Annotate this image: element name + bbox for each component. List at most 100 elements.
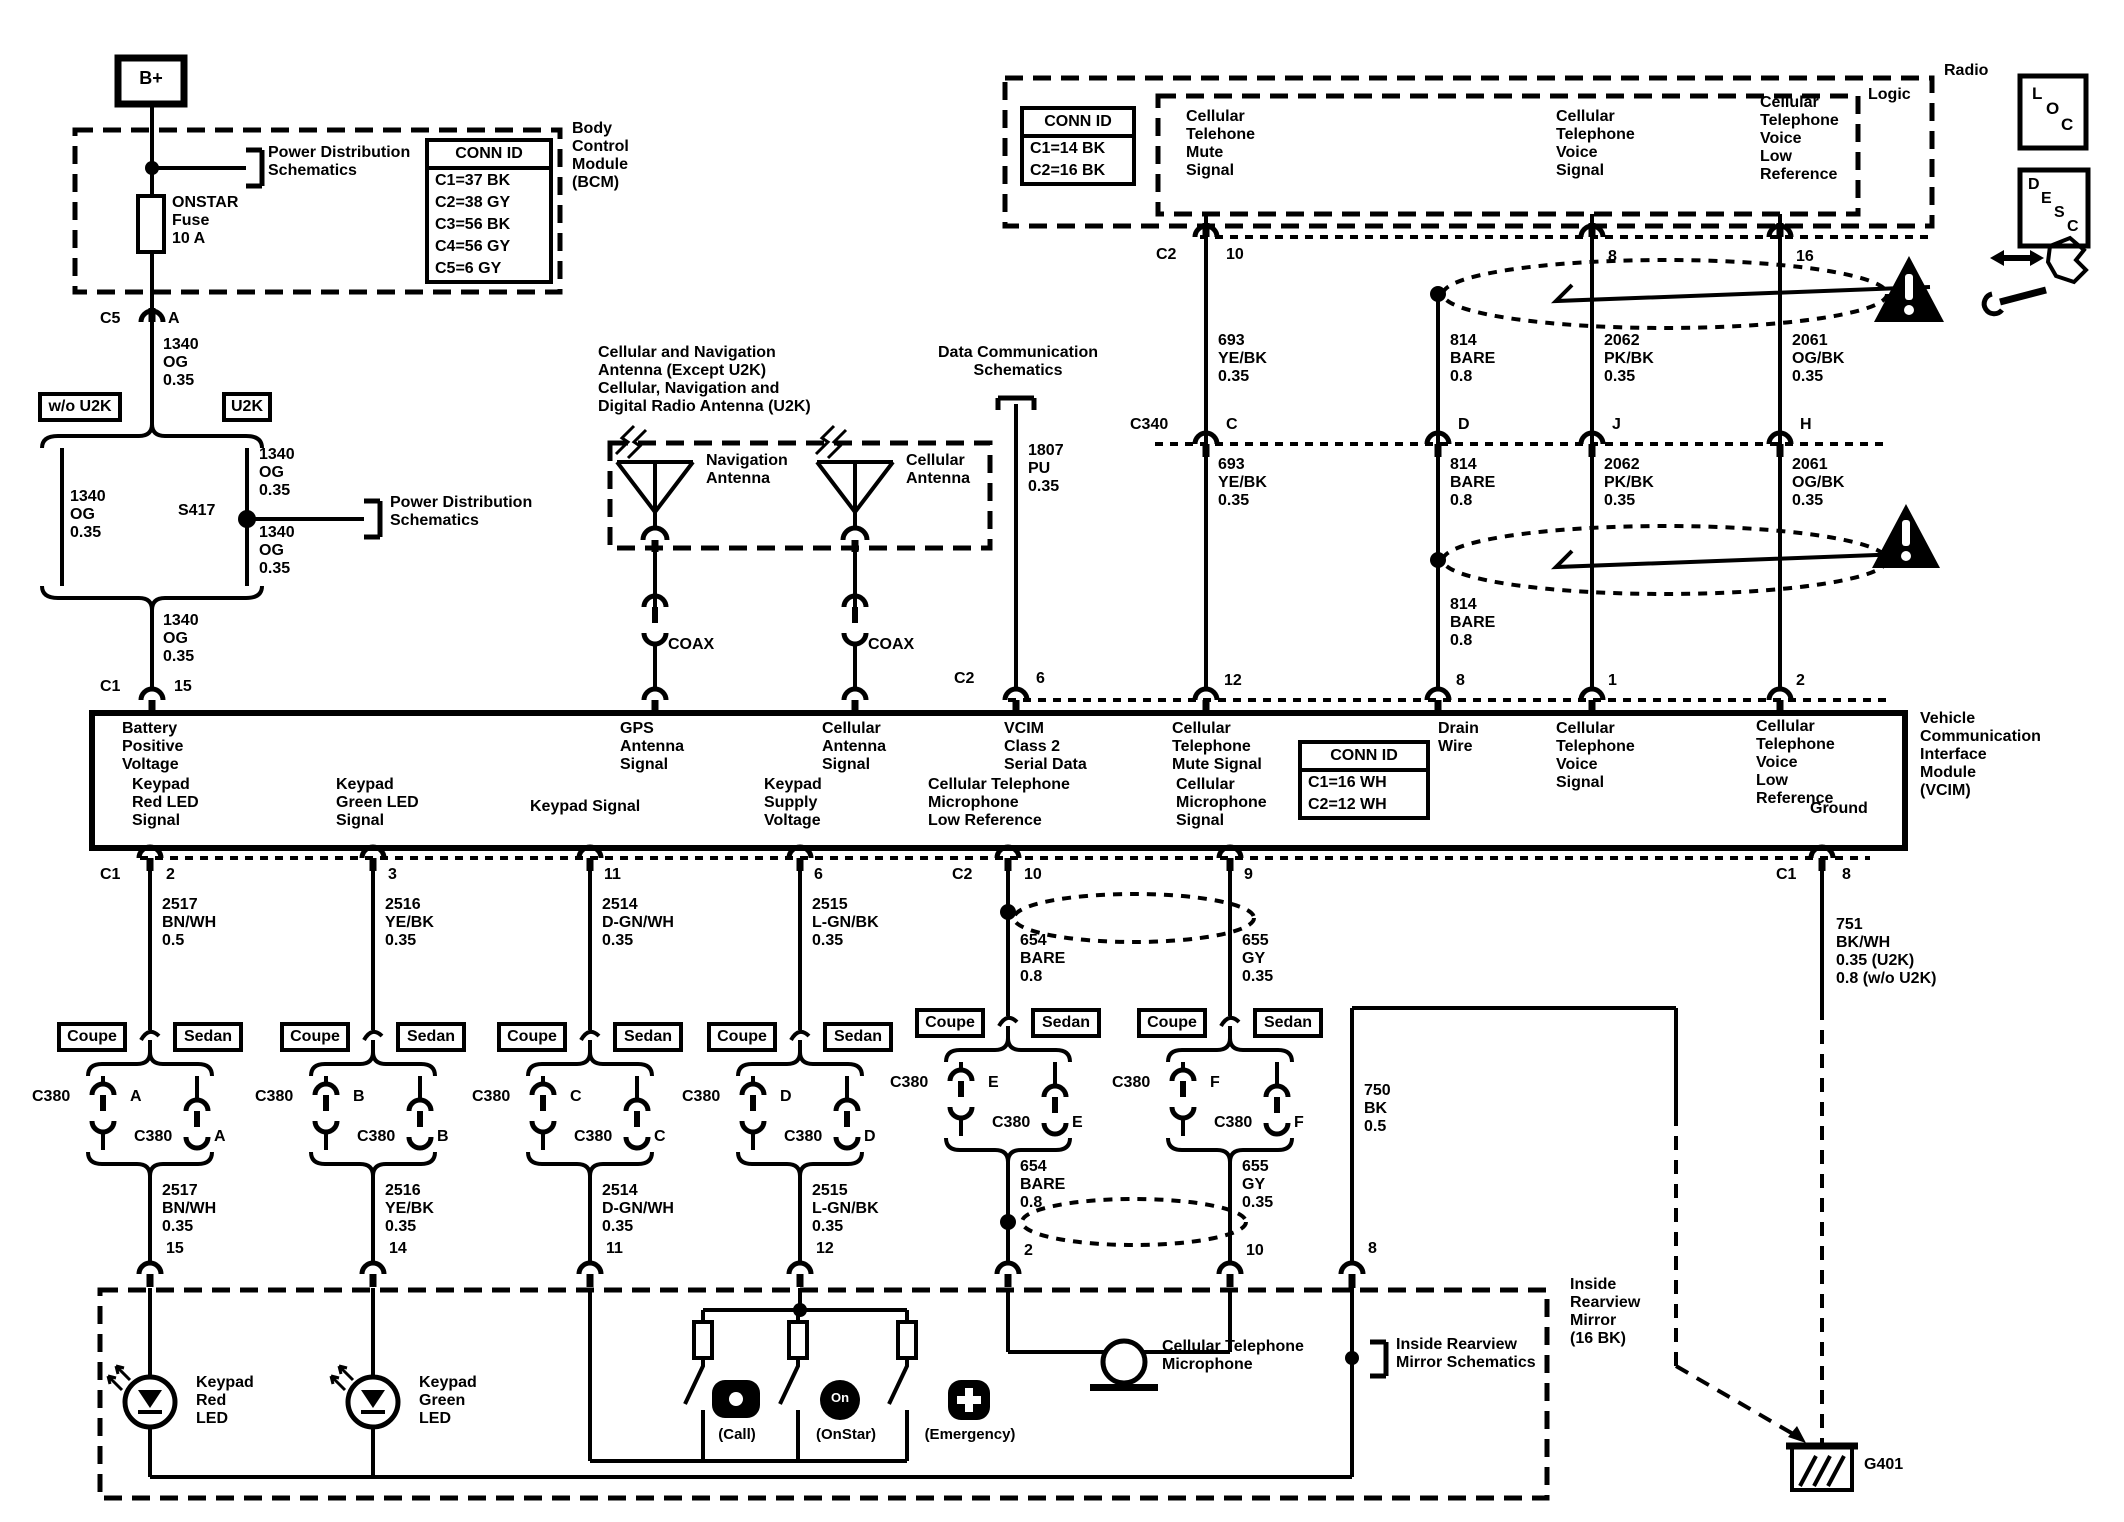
desc-1-label: E	[2041, 190, 2052, 207]
labels-voice_low-label: Cellular Telephone Voice Low Reference	[1756, 718, 1835, 807]
ground-g401-icon	[1786, 1442, 1858, 1492]
coupe-option-box: Coupe	[915, 1008, 985, 1038]
4-pin_letter-label: E	[1072, 1114, 1083, 1131]
offpage-bracket-icon	[1370, 1339, 1389, 1379]
labels-class2-label: VCIM Class 2 Serial Data	[1004, 720, 1087, 773]
2-pin-label: 11	[604, 866, 621, 883]
bcm-conn-id-table-row: C3=56 BK	[435, 216, 511, 233]
wires-voice-label: 2062 PK/BK 0.35	[1604, 456, 1654, 509]
labels-keypad_sig-label: Keypad Signal	[530, 798, 641, 815]
c380-connector-label: C380	[32, 1088, 71, 1105]
radio-mute-label: Cellular Telehone Mute Signal	[1186, 108, 1256, 179]
antenna-title: Cellular and Navigation Antenna (Except …	[598, 344, 811, 415]
ground_wires-vcim-label: 751 BK/WH 0.35 (U2K) 0.8 (w/o U2K)	[1836, 916, 1937, 987]
c380-connector-label: C380	[472, 1088, 511, 1105]
bcm-pin-label: A	[168, 310, 180, 327]
pins-conn-label: C2	[1156, 246, 1177, 263]
0-pin_letter-label: A	[130, 1088, 142, 1105]
left_harness-pin-label: 15	[174, 678, 192, 695]
ground_wires-vcim_conn-label: C1	[1776, 866, 1797, 883]
sedan-option-box: Sedan	[396, 1022, 466, 1052]
3-pin-label: 6	[814, 866, 823, 883]
sedan-option-box: Sedan	[173, 1022, 243, 1052]
5-pin_letter-label: F	[1210, 1074, 1220, 1091]
4-pin_lower-label: 2	[1024, 1242, 1033, 1259]
c380-connector-label: C380	[255, 1088, 294, 1105]
coupe-option-box: Coupe	[497, 1022, 567, 1052]
bcm-conn-id-table-row: C2=38 GY	[435, 194, 511, 211]
top_pins-voice_low-label: 2	[1796, 672, 1805, 689]
left_harness-wire_right_lower-label: 1340 OG 0.35	[259, 524, 295, 577]
left_harness-wire_top-label: 1340 OG 0.35	[163, 336, 199, 389]
sedan-option-box: Sedan	[1253, 1008, 1323, 1038]
0-pin_letter-label: A	[214, 1128, 226, 1145]
battery-plus-label: B+	[139, 68, 163, 88]
loc-1-label: O	[2046, 99, 2060, 118]
4-pin_letter-label: E	[988, 1074, 999, 1091]
offpage-bracket-icon	[246, 147, 265, 189]
loc-legend-icon	[2017, 73, 2089, 151]
sedan-option-box: Sedan	[1031, 1008, 1101, 1038]
warning-triangle-icon	[1872, 504, 1940, 568]
radio-title: Radio	[1944, 62, 1989, 79]
c340-connector-label: C340	[1130, 416, 1169, 433]
keypad-green-led-icon	[329, 1288, 401, 1477]
antenna-coax-label: COAX	[868, 636, 915, 653]
onstar-switch-icon	[778, 1310, 809, 1461]
datacomm-wire-label: 1807 PU 0.35	[1028, 442, 1064, 495]
bcm-power_dist-label: Power Distribution Schematics	[268, 144, 411, 179]
radio-box	[1002, 75, 1935, 229]
left_harness-wire_right_upper-label: 1340 OG 0.35	[259, 446, 295, 499]
split-brace-icon	[40, 423, 264, 449]
vcim-conn-id-table-row: C1=16 WH	[1308, 774, 1387, 791]
pins-voice-label: 8	[1608, 248, 1617, 265]
4-pin-label: 10	[1024, 866, 1042, 883]
c380-connector-label: C380	[992, 1114, 1031, 1131]
antenna-cell-label: Cellular Antenna	[906, 452, 970, 487]
ground_wires-mirror_pin-label: 8	[1368, 1240, 1377, 1257]
coupe-option-box: Coupe	[1137, 1008, 1207, 1038]
2-pin_letter-label: C	[570, 1088, 582, 1105]
1-wire_upper-label: 2516 YE/BK 0.35	[385, 896, 434, 949]
offpage-bracket-icon	[995, 395, 1037, 410]
wires-drain-label: 814 BARE 0.8	[1450, 332, 1496, 385]
c380-connector-label: C380	[890, 1074, 929, 1091]
sedan-option-box: Sedan	[823, 1022, 893, 1052]
radio-logic-box	[1155, 93, 1861, 217]
top_pins-voice-label: 1	[1608, 672, 1617, 689]
keypad-red-led-icon	[106, 1288, 178, 1477]
keypad-call-label: (Call)	[718, 1426, 756, 1443]
desc-2-label: S	[2054, 204, 2065, 221]
top_pins-serial-label: 6	[1036, 670, 1045, 687]
shield-icon	[1441, 258, 1889, 330]
bcm-pin_conn-label: C5	[100, 310, 121, 327]
2-pin_lower-label: 11	[606, 1240, 623, 1257]
radio-voice_low-label: Cellular Telephone Voice Low Reference	[1760, 94, 1839, 183]
radio-conn-id-table-header: CONN ID	[1024, 110, 1132, 138]
onstar-button-icon	[820, 1380, 860, 1420]
keypad-emergency-label: (Emergency)	[924, 1426, 1016, 1443]
bcm-box	[72, 127, 563, 295]
5-wire_upper-label: 655 GY 0.35	[1242, 932, 1274, 985]
2-wire_upper-label: 2514 D-GN/WH 0.35	[602, 896, 674, 949]
coupe-option-box: Coupe	[280, 1022, 350, 1052]
0-wire_lower-label: 2517 BN/WH 0.35	[162, 1182, 217, 1235]
labels-red_led-label: Keypad Red LED Signal	[132, 776, 199, 829]
vcim-title: Vehicle Communication Interface Module (…	[1920, 710, 2041, 799]
1-pin_letter-label: B	[437, 1128, 449, 1145]
g401-label: G401	[1864, 1456, 1904, 1473]
vcim-box	[89, 710, 1908, 851]
keypad-onstar-label: (OnStar)	[816, 1426, 876, 1443]
labels-ground-label: Ground	[1810, 800, 1868, 817]
keypad-red_led-label: Keypad Red LED	[196, 1374, 254, 1427]
keypad-green_led-label: Keypad Green LED	[419, 1374, 477, 1427]
2-wire_lower-label: 2514 D-GN/WH 0.35	[602, 1182, 674, 1235]
4-conn-label: C2	[952, 866, 973, 883]
c380-connector-label: C380	[1214, 1114, 1253, 1131]
labels-battery-label: Battery Positive Voltage	[122, 720, 184, 773]
1-pin-label: 3	[388, 866, 397, 883]
left_harness-wire_left-label: 1340 OG 0.35	[70, 488, 106, 541]
